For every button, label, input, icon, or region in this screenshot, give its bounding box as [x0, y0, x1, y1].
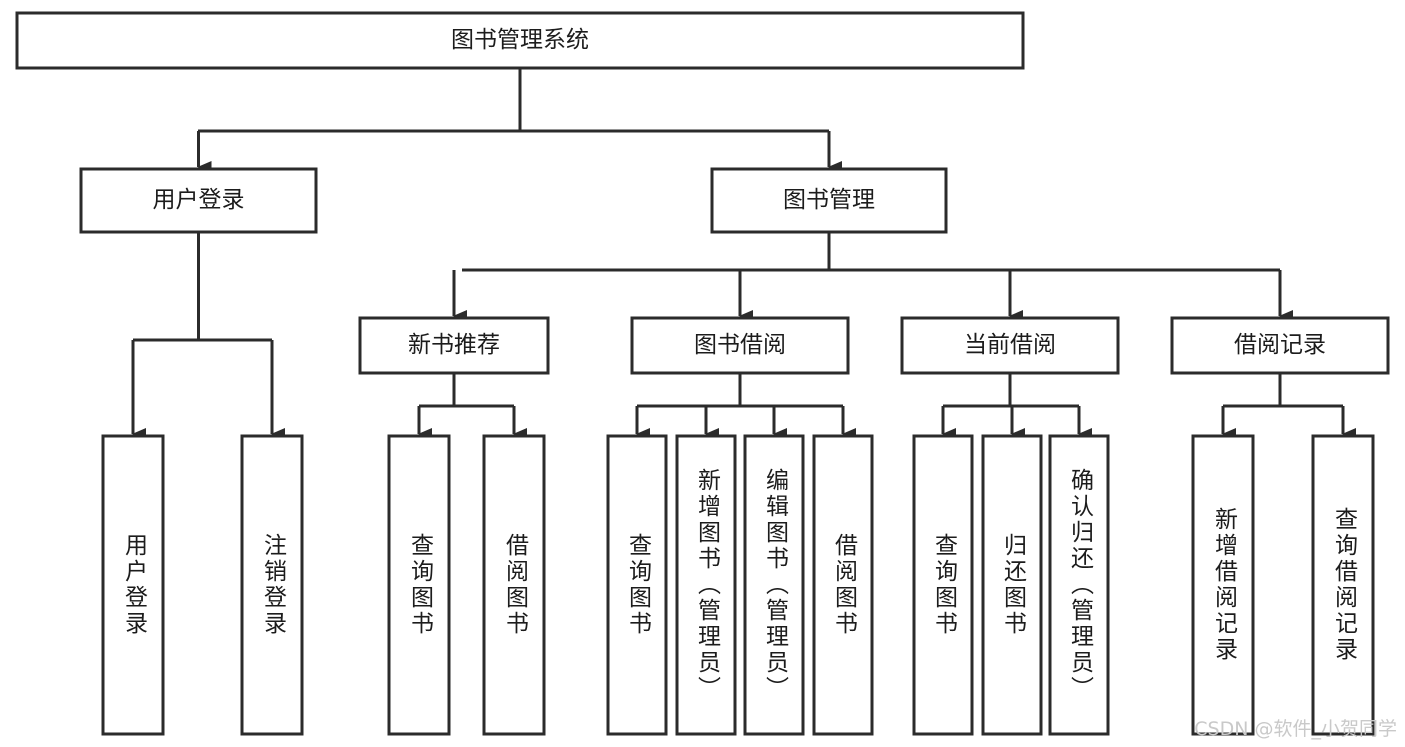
node-label-leaf-add-record: 新增借阅记录 — [1211, 507, 1239, 663]
node-box-book-borrow — [630, 316, 850, 375]
node-user-login[interactable]: 用户登录 — [79, 167, 318, 234]
node-box-leaf-query-record — [1311, 434, 1375, 736]
node-box-leaf-add-record — [1191, 434, 1255, 736]
node-book-management[interactable]: 图书管理 — [710, 167, 948, 234]
node-leaf-logout[interactable]: 注销登录 — [240, 434, 304, 736]
diagram-nodes: 图书管理系统用户登录图书管理新书推荐图书借阅当前借阅借阅记录用户登录注销登录查询… — [15, 11, 1390, 736]
node-box-leaf-logout — [240, 434, 304, 736]
node-box-leaf-query-book-3 — [912, 434, 974, 736]
node-leaf-borrow-book-1[interactable]: 借阅图书 — [482, 434, 546, 736]
node-root[interactable]: 图书管理系统 — [15, 11, 1025, 70]
node-leaf-return-book[interactable]: 归还图书 — [981, 434, 1043, 736]
node-box-root — [15, 11, 1025, 70]
node-label-leaf-query-book-1: 查询图书 — [407, 533, 435, 637]
node-label-book-management: 图书管理 — [783, 187, 875, 213]
node-box-leaf-add-book — [675, 434, 737, 736]
node-label-root: 图书管理系统 — [451, 27, 589, 53]
node-label-leaf-borrow-book-2: 借阅图书 — [831, 533, 859, 637]
node-new-book-recommend[interactable]: 新书推荐 — [358, 316, 550, 375]
node-leaf-edit-book[interactable]: 编辑图书（管理员） — [743, 434, 805, 736]
node-label-leaf-query-book-2: 查询图书 — [625, 533, 653, 637]
node-box-leaf-confirm-return — [1048, 434, 1110, 736]
node-leaf-add-book[interactable]: 新增图书（管理员） — [675, 434, 737, 736]
node-box-leaf-borrow-book-1 — [482, 434, 546, 736]
node-box-new-book-recommend — [358, 316, 550, 375]
csdn-watermark: CSDN @软件_小贺同学 — [1194, 718, 1397, 740]
node-leaf-borrow-book-2[interactable]: 借阅图书 — [812, 434, 874, 736]
node-label-leaf-user-login: 用户登录 — [121, 533, 149, 637]
connector-lines — [131, 68, 1356, 440]
node-box-leaf-query-book-1 — [387, 434, 451, 736]
node-label-current-borrow: 当前借阅 — [964, 332, 1056, 358]
node-box-leaf-user-login — [101, 434, 165, 736]
node-borrow-record[interactable]: 借阅记录 — [1170, 316, 1390, 375]
node-label-new-book-recommend: 新书推荐 — [408, 332, 500, 358]
node-label-leaf-return-book: 归还图书 — [1000, 533, 1028, 637]
node-label-leaf-confirm-return: 确认归还（管理员） — [1067, 468, 1095, 702]
node-label-leaf-query-book-3: 查询图书 — [931, 533, 959, 637]
node-label-leaf-add-book: 新增图书（管理员） — [694, 468, 722, 702]
node-box-borrow-record — [1170, 316, 1390, 375]
node-current-borrow[interactable]: 当前借阅 — [900, 316, 1120, 375]
node-label-user-login: 用户登录 — [153, 187, 245, 213]
node-leaf-add-record[interactable]: 新增借阅记录 — [1191, 434, 1255, 736]
node-leaf-confirm-return[interactable]: 确认归还（管理员） — [1048, 434, 1110, 736]
node-leaf-query-book-1[interactable]: 查询图书 — [387, 434, 451, 736]
node-label-book-borrow: 图书借阅 — [694, 332, 786, 358]
node-box-current-borrow — [900, 316, 1120, 375]
node-label-leaf-edit-book: 编辑图书（管理员） — [762, 468, 790, 702]
node-book-borrow[interactable]: 图书借阅 — [630, 316, 850, 375]
node-label-leaf-query-record: 查询借阅记录 — [1331, 507, 1359, 663]
node-box-user-login — [79, 167, 318, 234]
node-box-leaf-borrow-book-2 — [812, 434, 874, 736]
node-box-leaf-return-book — [981, 434, 1043, 736]
node-leaf-user-login[interactable]: 用户登录 — [101, 434, 165, 736]
node-label-borrow-record: 借阅记录 — [1234, 332, 1326, 358]
node-box-leaf-query-book-2 — [606, 434, 668, 736]
node-box-leaf-edit-book — [743, 434, 805, 736]
node-label-leaf-borrow-book-1: 借阅图书 — [502, 533, 530, 637]
node-leaf-query-record[interactable]: 查询借阅记录 — [1311, 434, 1375, 736]
node-leaf-query-book-2[interactable]: 查询图书 — [606, 434, 668, 736]
node-box-book-management — [710, 167, 948, 234]
node-leaf-query-book-3[interactable]: 查询图书 — [912, 434, 974, 736]
node-label-leaf-logout: 注销登录 — [260, 533, 288, 637]
